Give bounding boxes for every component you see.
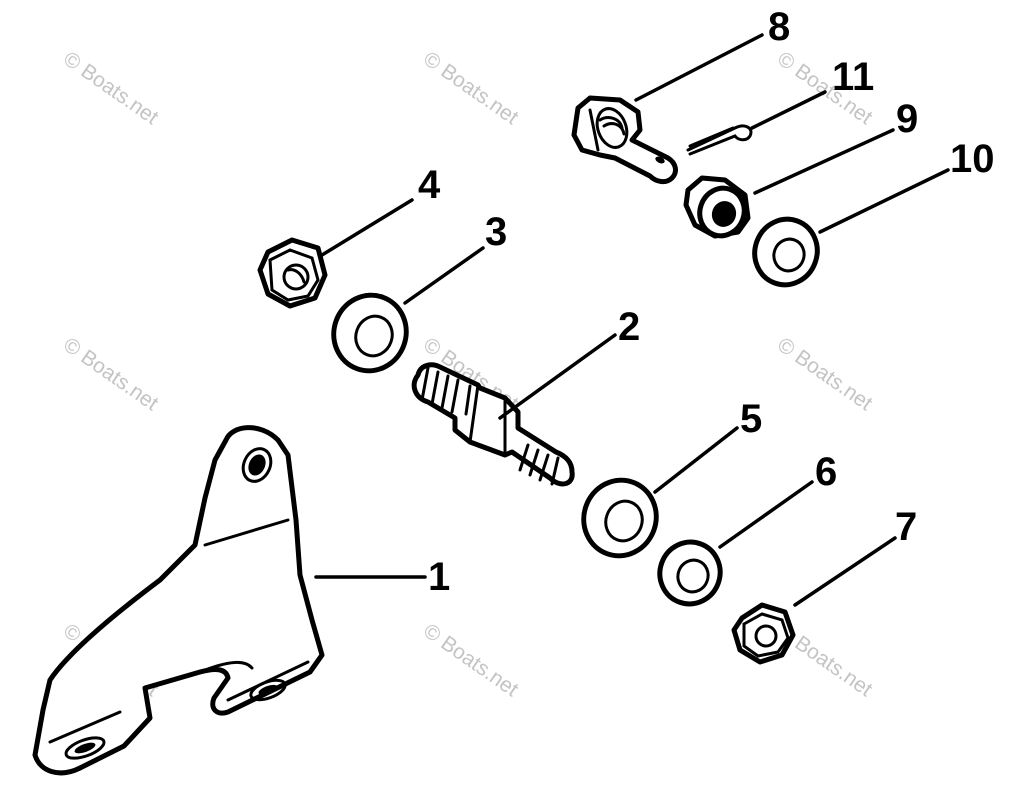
leader-line [750,90,827,130]
leader-line [818,168,950,234]
watermark: © Boats.net [773,333,876,415]
leader-line [653,426,739,494]
callout-2: 2 [618,305,640,349]
bracket-part[interactable] [32,425,325,776]
watermark: © Boats.net [419,619,522,701]
callout-1: 1 [428,555,450,599]
callout-4: 4 [418,163,441,207]
callout-5: 5 [740,397,762,441]
callout-numbers: 1 2 3 4 5 6 7 8 9 10 11 [418,5,995,599]
cotter-pin-part[interactable] [686,124,753,156]
leader-line [634,33,764,102]
watermark: © Boats.net [419,47,522,129]
watermark: © Boats.net [59,47,162,129]
leader-line [320,198,414,257]
pin-part[interactable] [571,95,678,185]
callout-3: 3 [485,210,507,254]
leader-line [718,480,814,549]
leader-line [793,536,897,607]
callout-6: 6 [815,450,837,494]
watermark: © Boats.net [59,333,162,415]
nut-part[interactable] [257,237,328,309]
stud-part[interactable] [411,362,575,487]
washer-part[interactable] [651,534,729,613]
washer-part[interactable] [573,470,667,566]
leader-line [498,333,617,420]
callout-8: 8 [768,5,790,49]
callout-10: 10 [950,137,995,181]
callout-11: 11 [832,55,874,99]
leader-lines [314,33,950,607]
leader-line [403,246,485,305]
leader-line [753,128,895,195]
washer-part[interactable] [746,210,827,293]
washer-part[interactable] [323,285,417,381]
callout-9: 9 [896,97,918,141]
nut-part[interactable] [731,602,796,665]
bushing-part[interactable] [683,175,751,242]
callout-7: 7 [895,505,917,549]
